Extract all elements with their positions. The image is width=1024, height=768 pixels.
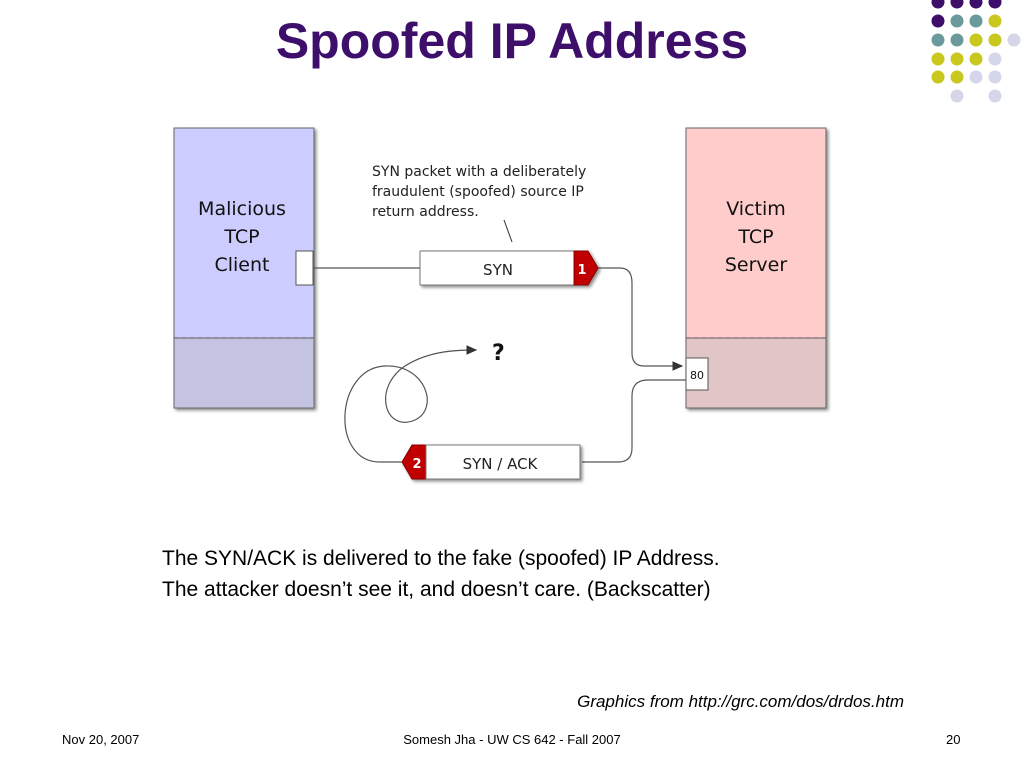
decor-dot [1007, 33, 1021, 47]
client-port [295, 250, 314, 286]
synack-packet [401, 444, 581, 480]
svg-text:Victim: Victim [726, 198, 786, 220]
svg-text:?: ? [492, 341, 505, 366]
svg-text:80: 80 [690, 369, 704, 382]
client-label-line: TCP [223, 226, 259, 248]
decor-dot [969, 52, 983, 66]
svg-text:SYN / ACK: SYN / ACK [463, 455, 539, 473]
decor-dot [969, 14, 983, 28]
server-label-line: Server [725, 254, 787, 276]
server-label-line: Victim [726, 198, 786, 220]
graphics-credit: Graphics from http://grc.com/dos/drdos.h… [577, 692, 904, 711]
decor-dot [950, 52, 964, 66]
decor-dot [988, 0, 1002, 9]
decorative-dot-grid [931, 0, 1021, 103]
synack-packet-label: SYN / ACK [463, 455, 539, 473]
server-port-80 [685, 357, 709, 391]
callout-line: fraudulent (spoofed) source IP [372, 184, 584, 200]
decor-dot [988, 52, 1002, 66]
client-label-line: Malicious [198, 198, 286, 220]
decor-dot [950, 33, 964, 47]
spoofed-ip-diagram: Malicious TCP Client Victim TCP Server 8… [173, 127, 827, 480]
decor-dot [988, 70, 1002, 84]
decor-dot [969, 33, 983, 47]
decor-dot [988, 89, 1002, 103]
decor-dot [950, 0, 964, 9]
decor-dot [988, 14, 1002, 28]
svg-text:TCP: TCP [737, 226, 773, 248]
svg-text:TCP: TCP [223, 226, 259, 248]
svg-text:SYN: SYN [483, 261, 513, 279]
footer-author: Somesh Jha - UW CS 642 - Fall 2007 [403, 732, 621, 747]
svg-text:Server: Server [725, 254, 787, 276]
port-number: 80 [690, 369, 704, 382]
server-label-line: TCP [737, 226, 773, 248]
decor-dot [969, 70, 983, 84]
syn-packet-number: 1 [577, 263, 586, 278]
malicious-client-box [173, 127, 315, 409]
svg-text:2: 2 [412, 457, 421, 472]
decor-dot [931, 70, 945, 84]
slide-title: Spoofed IP Address [275, 13, 749, 69]
caption: The SYN/ACK is delivered to the fake (sp… [162, 543, 720, 605]
syn-packet [419, 250, 599, 286]
syn-line-in [596, 267, 684, 371]
caption-line: The SYN/ACK is delivered to the fake (sp… [162, 547, 720, 570]
svg-text:fraudulent (spoofed) source IP: fraudulent (spoofed) source IP [372, 184, 584, 200]
svg-text:Client: Client [214, 254, 269, 276]
callout-pointer [503, 219, 513, 243]
callout-line: return address. [372, 204, 479, 220]
caption-line: The attacker doesn’t see it, and doesn’t… [162, 578, 711, 601]
decor-dot [931, 0, 945, 9]
svg-text:Malicious: Malicious [198, 198, 286, 220]
footer-page-number: 20 [946, 732, 961, 747]
victim-server-box [685, 127, 827, 409]
callout-line: SYN packet with a deliberately [372, 164, 586, 180]
synack-line-out [582, 379, 686, 463]
svg-text:return address.: return address. [372, 204, 479, 220]
decor-dot [950, 14, 964, 28]
decor-dot [931, 33, 945, 47]
decor-dot [931, 52, 945, 66]
decor-dot [950, 89, 964, 103]
decor-dot [988, 33, 1002, 47]
svg-text:SYN packet with a deliberately: SYN packet with a deliberately [372, 164, 586, 180]
decor-dot [950, 70, 964, 84]
client-label-line: Client [214, 254, 269, 276]
question-mark: ? [492, 341, 505, 366]
footer-date: Nov 20, 2007 [62, 732, 140, 747]
syn-packet-label: SYN [483, 261, 513, 279]
decor-dot [969, 0, 983, 9]
synack-packet-number: 2 [412, 457, 421, 472]
svg-text:1: 1 [577, 263, 586, 278]
decor-dot [931, 14, 945, 28]
lost-loop-path [344, 345, 478, 463]
